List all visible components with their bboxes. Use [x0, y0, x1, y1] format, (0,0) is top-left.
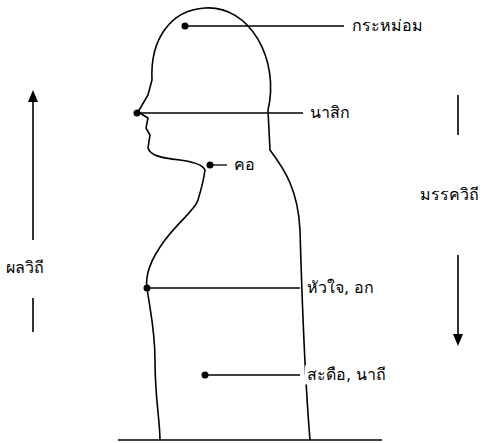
ground-line [118, 439, 382, 441]
direction-arrows [28, 90, 463, 346]
part-label: นาสิก [308, 103, 352, 122]
direction-label: ผลวิถี [4, 258, 46, 277]
part-label: กระหม่อม [350, 16, 425, 35]
direction-label: มรรควิถี [418, 185, 481, 204]
part-label: สะดือ, นาถี [305, 365, 388, 384]
part-label: คอ [232, 155, 257, 174]
body-silhouette [138, 8, 310, 440]
part-label: หัวใจ, อก [305, 278, 376, 297]
point-dots [134, 23, 214, 379]
leader-lines [137, 26, 344, 375]
